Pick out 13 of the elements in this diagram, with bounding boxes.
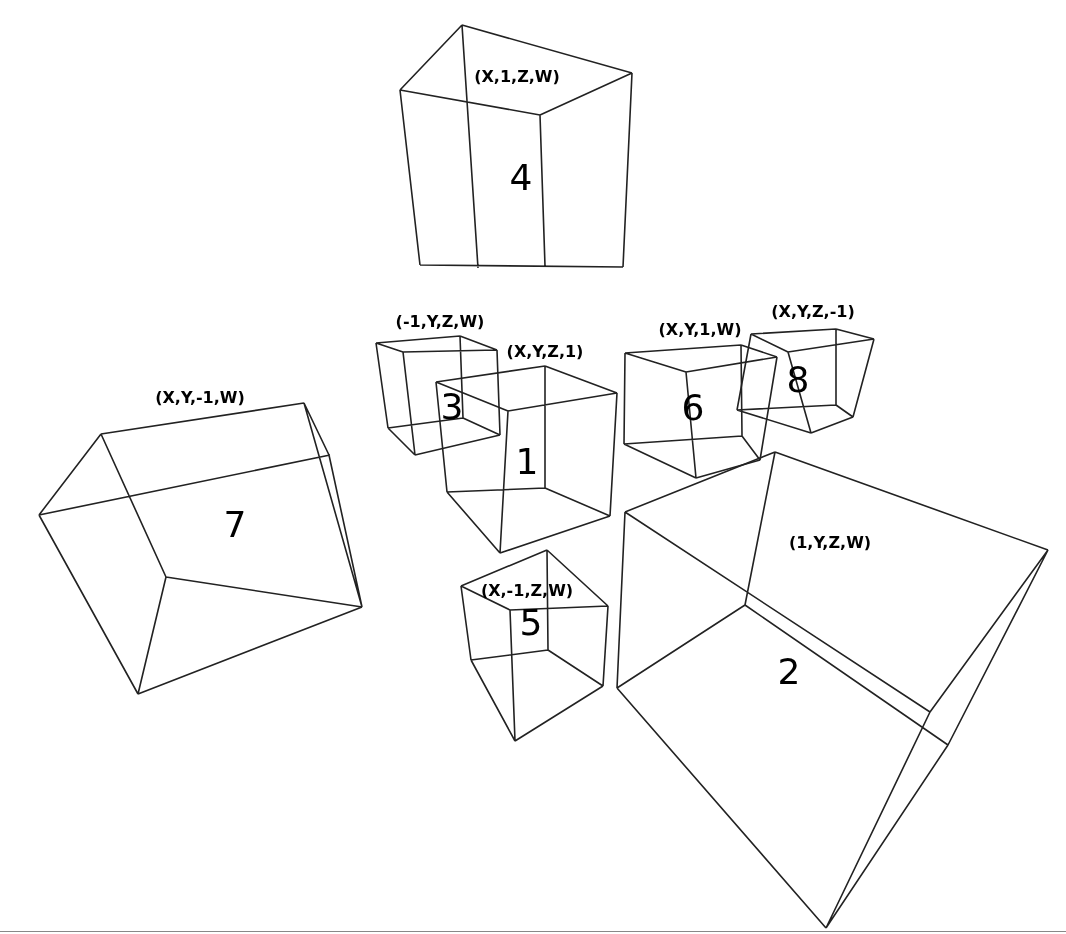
cell-number: 1: [515, 444, 539, 480]
coordinate-label: (X,Y,Z,-1): [771, 304, 855, 320]
coordinate-label: (X,Y,Z,1): [506, 344, 584, 360]
cell-number: 2: [777, 654, 801, 690]
cell-number: 5: [519, 605, 543, 641]
cell-number: 7: [223, 507, 247, 543]
coordinate-label: (X,Y,1,W): [658, 322, 742, 338]
cell-number: 3: [440, 389, 464, 425]
cell-number: 4: [509, 160, 533, 196]
coordinate-label: (X,1,Z,W): [474, 69, 560, 85]
coordinate-label: (X,Y,-1,W): [155, 390, 245, 406]
coordinate-label: (1,Y,Z,W): [788, 535, 872, 551]
coordinate-label: (-1,Y,Z,W): [395, 314, 485, 330]
